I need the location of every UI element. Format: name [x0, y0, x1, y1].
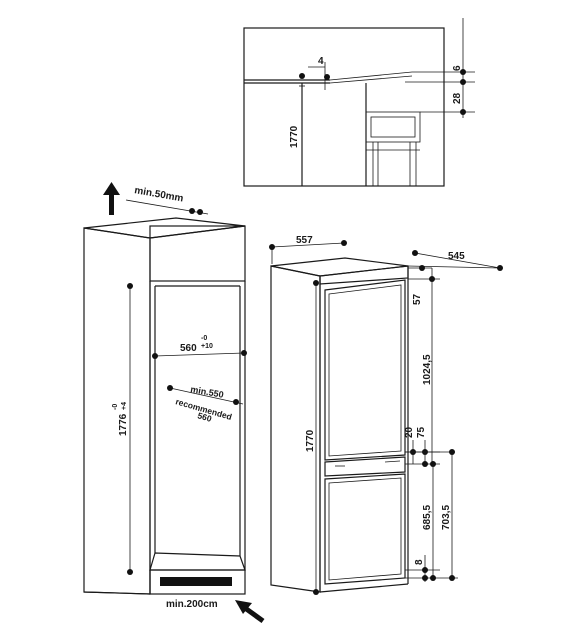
cabinet-width-label: 560 [180, 343, 197, 354]
upper-gap-label: 57 [412, 293, 423, 305]
cabinet-width-tol-lower: +10 [201, 343, 213, 350]
appliance [270, 257, 409, 593]
detail-view [243, 18, 475, 187]
cabinet-height-tol-upper: -0 [112, 404, 119, 410]
appliance-width-label: 557 [296, 235, 313, 246]
cabinet-width-tol-upper: -0 [201, 335, 207, 342]
depth-min-label: min.550 [190, 384, 225, 400]
mid-gap-a-label: 20 [404, 426, 415, 438]
detail-gap-top-label: 4 [318, 56, 324, 67]
detail-frame [243, 27, 445, 187]
depth-recommended-value: 560 [196, 410, 213, 424]
appliance-height-label: 1770 [305, 429, 316, 452]
cabinet-height-label: 1776 [118, 413, 129, 436]
detail-height-label: 1770 [289, 125, 300, 148]
detail-offset-b-label: 28 [452, 92, 463, 104]
bottom-airflow-arrow [235, 600, 265, 624]
bottom-vent-grille [160, 577, 232, 586]
top-vent-label: min.50mm [133, 185, 184, 204]
bottom-vent-label: min.200cm [166, 599, 218, 610]
mid-gap-b-label: 75 [416, 426, 427, 438]
lower-total-label: 703,5 [441, 505, 452, 530]
lower-door-label: 685,5 [422, 505, 433, 530]
upper-door-label: 1024,5 [422, 354, 433, 385]
detail-offset-a-label: 6 [452, 65, 463, 71]
cabinet-niche [83, 217, 246, 595]
bottom-gap-label: 8 [414, 559, 425, 565]
appliance-depth-label: 545 [448, 251, 465, 262]
cabinet-height-tol-lower: +4 [121, 402, 128, 410]
top-airflow-arrow [103, 182, 120, 215]
